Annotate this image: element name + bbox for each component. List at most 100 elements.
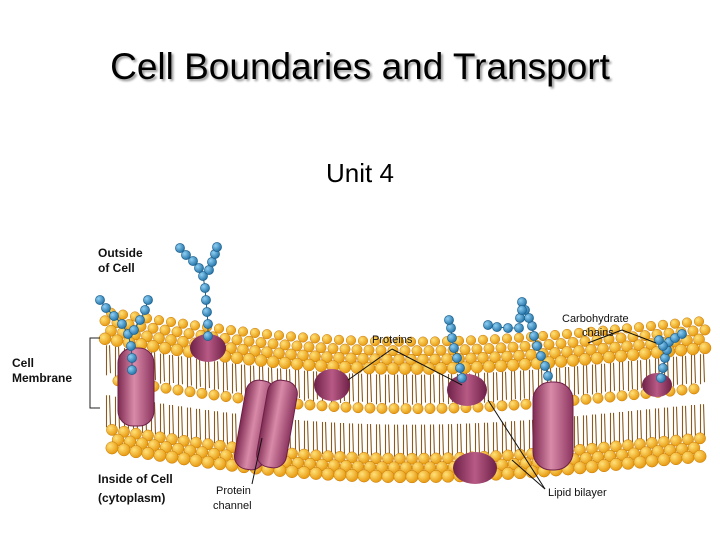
lipid-head	[310, 334, 320, 344]
lipid-head	[154, 449, 166, 461]
lipid-tail	[524, 421, 525, 453]
lipid-tail	[353, 423, 354, 455]
lipid-head	[555, 356, 567, 368]
lipid-tail	[506, 422, 507, 454]
lipid-head	[358, 470, 370, 482]
lipid-head	[118, 444, 130, 456]
lipid-tail	[425, 375, 426, 403]
lipid-tail	[344, 423, 345, 455]
cell-membrane-diagram: Outside of Cell Cell Membrane Inside of …	[0, 230, 720, 540]
sugar-bead	[127, 353, 136, 362]
lipid-head	[358, 336, 368, 346]
lipid-head	[353, 402, 363, 412]
sugar-bead	[129, 325, 138, 334]
lipid-tail	[695, 355, 696, 383]
lipid-head	[274, 331, 284, 341]
lipid-tail	[200, 359, 201, 387]
lipid-tail	[209, 410, 210, 442]
lipid-head	[425, 403, 435, 413]
sugar-bead	[117, 319, 126, 328]
label-inside-line1: Inside of Cell	[98, 472, 173, 486]
lipid-head	[478, 335, 488, 345]
lipid-head	[329, 401, 339, 411]
lipid-tail	[380, 374, 381, 402]
lipid-head	[502, 334, 512, 344]
lipid-head	[178, 319, 188, 329]
lipid-head	[322, 468, 334, 480]
lipid-tail	[425, 425, 426, 457]
sugar-bead	[529, 331, 538, 340]
lipid-tail	[407, 425, 408, 457]
lipid-tail	[479, 423, 480, 455]
lipid-head	[377, 403, 387, 413]
lipid-head	[497, 401, 507, 411]
lipid-head	[466, 336, 476, 346]
lipid-head	[521, 399, 531, 409]
lipid-tail	[182, 406, 183, 438]
sugar-bead	[212, 242, 221, 251]
lipid-head	[629, 389, 639, 399]
sugar-bead	[656, 373, 665, 382]
sugar-bead	[515, 313, 524, 322]
sugar-bead	[127, 365, 136, 374]
lipid-head	[658, 454, 670, 466]
sugar-bead	[660, 353, 669, 362]
lipid-head	[605, 392, 615, 402]
sugar-bead	[517, 305, 526, 314]
lipid-head	[351, 362, 363, 374]
sugar-bead	[492, 322, 501, 331]
lipid-head	[147, 340, 159, 352]
lipid-head	[610, 458, 622, 470]
sugar-bead	[201, 295, 210, 304]
lipid-tail	[407, 375, 408, 403]
lipid-head	[586, 461, 598, 473]
lipid-tail	[623, 362, 624, 390]
lipid-tail	[155, 402, 156, 434]
lipid-head	[471, 361, 483, 373]
membrane-bracket	[90, 338, 100, 408]
lipid-head	[694, 317, 704, 327]
lipid-head	[670, 452, 682, 464]
lipid-tail	[443, 424, 444, 456]
lipid-tail	[641, 410, 642, 442]
lipid-tail	[686, 356, 687, 384]
lipid-tail	[416, 425, 417, 457]
lipid-tail	[578, 366, 579, 394]
lipid-head	[670, 319, 680, 329]
lipid-tail	[533, 370, 534, 398]
lipid-tail	[227, 412, 228, 444]
sugar-bead	[503, 323, 512, 332]
lipid-tail	[650, 409, 651, 441]
lipid-head	[567, 354, 579, 366]
lipid-tail	[515, 371, 516, 399]
lipid-head	[514, 466, 526, 478]
sugar-bead	[658, 363, 667, 372]
lipid-tail	[686, 406, 687, 438]
lipid-head	[562, 329, 572, 339]
lipid-head	[490, 334, 500, 344]
lipid-tail	[605, 364, 606, 392]
lipid-head	[267, 356, 279, 368]
lipid-head	[677, 385, 687, 395]
lipid-head	[634, 456, 646, 468]
lipid-tail	[110, 345, 111, 373]
lipid-tail	[614, 413, 615, 445]
sugar-bead	[109, 311, 118, 320]
lipid-tail	[434, 375, 435, 403]
sugar-bead	[536, 351, 545, 360]
lipid-head	[310, 467, 322, 479]
lipid-head	[346, 469, 358, 481]
lipid-head	[298, 466, 310, 478]
label-inside-line2: (cytoplasm)	[98, 491, 165, 505]
lipid-head	[387, 363, 399, 375]
lipid-tail	[578, 416, 579, 448]
label-protein-channel-line1: Protein	[216, 485, 251, 497]
lipid-tail	[614, 363, 615, 391]
lipid-head	[658, 320, 668, 330]
label-cell-line1: Cell	[12, 356, 34, 370]
lipid-head	[291, 358, 303, 370]
lipid-head	[159, 342, 171, 354]
lipid-head	[178, 453, 190, 465]
lipid-tail	[677, 357, 678, 385]
lipid-head	[111, 335, 123, 347]
